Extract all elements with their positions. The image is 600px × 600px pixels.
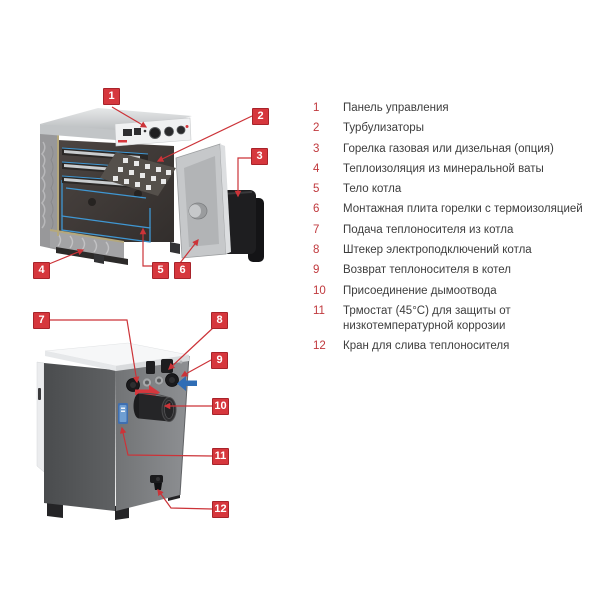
legend-item-10: 10 Присоединение дымоотвода [313,284,595,299]
callout-11: 11 [212,448,229,465]
legend-label: Трмостат (45°С) для защиты от низкотемпе… [343,304,511,332]
mineral-wool-insulation-left [40,128,58,250]
legend-label: Штекер электроподключений котла [343,244,532,257]
legend-item-6: 6 Монтажная плита горелки с термоизоляцие… [313,202,595,217]
front-edge-strip [36,361,45,473]
legend-number: 8 [313,244,320,257]
boiler-door-open [175,143,231,259]
legend-number: 3 [313,142,320,155]
legend-item-1: 1 Панель управления [313,101,595,116]
legend-item-9: 9 Возврат теплоносителя в котел [313,263,595,278]
callout-4: 4 [33,262,50,279]
boiler-feet [94,242,180,264]
callout-1: 1 [103,88,120,105]
flue-pipe [133,392,177,422]
legend-number: 11 [313,304,325,317]
legend-number: 2 [313,122,320,135]
legend-label: Турбулизаторы [343,122,424,135]
callout-9: 9 [211,352,228,369]
callout-3: 3 [251,148,268,165]
legend-label: Подача теплоносителя из котла [343,223,514,236]
legend-label: Монтажная плита горелки с термоизоляцией [343,203,583,216]
brand-logo [118,140,127,143]
boiler-cutaway-illustration [40,108,264,265]
control-knob [164,126,174,137]
callout-7: 7 [33,312,50,329]
callout-12: 12 [212,501,229,518]
door-handle [38,388,41,400]
callout-8: 8 [211,312,228,329]
legend-label: Горелка газовая или дизельная (опция) [343,142,554,155]
control-knob [176,125,186,135]
legend-number: 4 [313,162,320,175]
callout-10: 10 [212,398,229,415]
legend-item-4: 4 Теплоизоляция из минеральной ваты [313,162,595,177]
legend-number: 6 [313,203,320,216]
side-panel [44,363,115,511]
callout-6: 6 [174,262,191,279]
legend-label: Присоединение дымоотвода [343,284,497,297]
legend-label: Тело котла [343,183,402,196]
control-knob [149,127,161,139]
mineral-wool-insulation-bottom [49,132,125,259]
return-connection [165,373,179,387]
legend-label: Панель управления [343,102,449,114]
parts-legend: 1 Панель управления 2 Турбулизаторы 3 Горел… [313,101,595,360]
thermostat [118,403,128,424]
legend-item-7: 7 Подача теплоносителя из котла [313,223,595,238]
legend-item-2: 2 Турбулизаторы [313,121,595,136]
legend-number: 10 [313,284,326,297]
drain-valve [150,475,163,490]
legend-item-3: 3 Горелка газовая или дизельная (опция) [313,142,595,157]
sensor-fittings [142,375,164,388]
callout-5: 5 [152,262,169,279]
legend-number: 9 [313,264,320,277]
blue-arrow-left-icon [177,376,197,391]
legend-item-5: 5 Тело котла [313,182,595,197]
boiler-rear-illustration [36,342,197,520]
legend-label: Теплоизоляция из минеральной ваты [343,162,544,175]
legend-label: Кран для слива теплоносителя [343,340,510,353]
turbulators [100,152,176,196]
legend-number: 7 [313,223,320,236]
legend-item-8: 8 Штекер электроподключений котла [313,243,595,258]
legend-number: 5 [313,183,320,196]
legend-item-12: 12 Кран для слива теплоносителя [313,339,595,354]
legend-number: 1 [313,102,320,114]
legend-label: Возврат теплоносителя в котел [343,264,511,277]
callout-2: 2 [252,108,269,125]
legend-number: 12 [313,340,326,353]
legend-item-11: 11 Трмостат (45°С) для защиты от низкотем… [313,304,595,334]
